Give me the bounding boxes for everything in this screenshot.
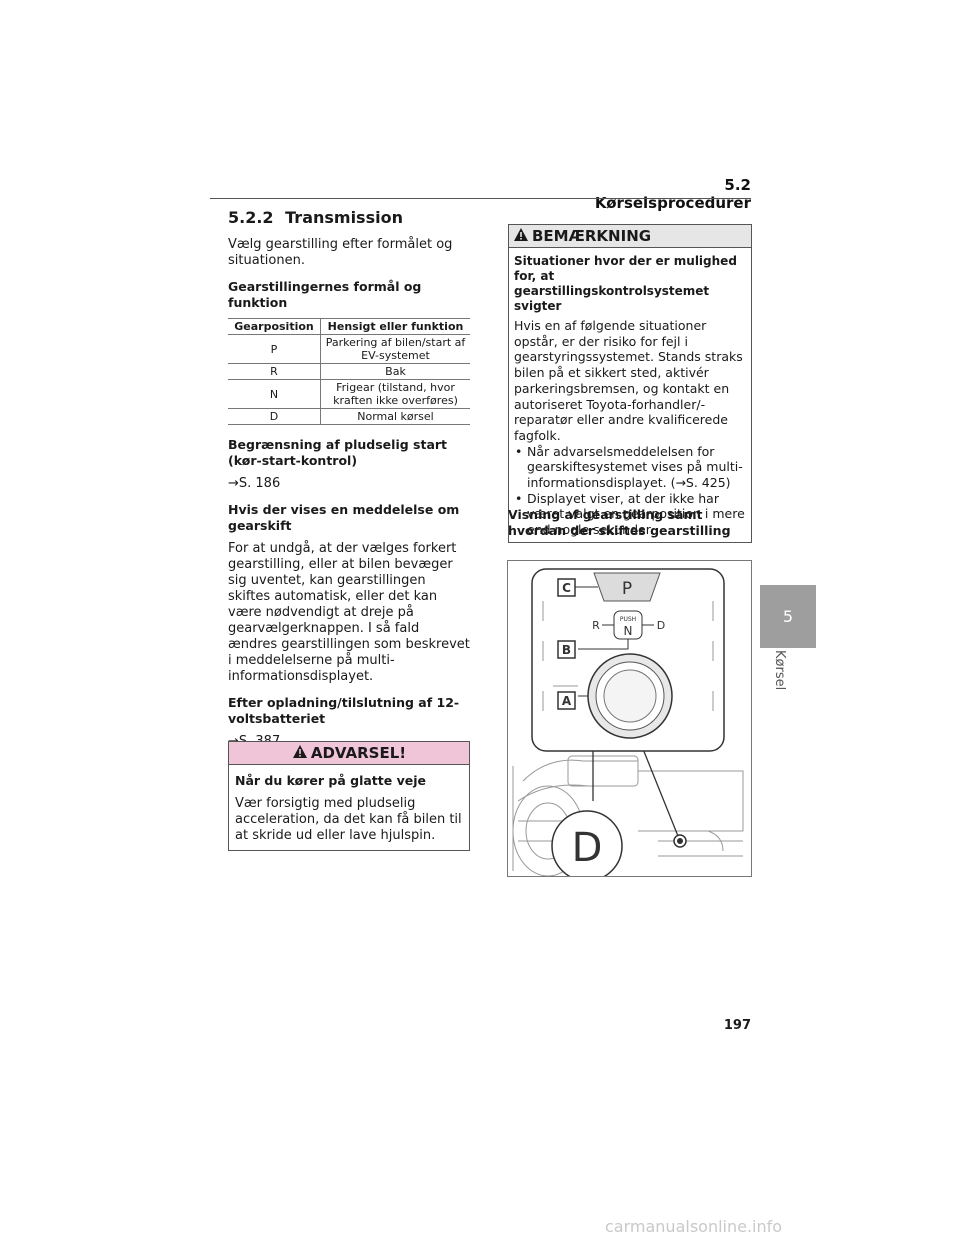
header-rule: [210, 198, 751, 199]
label-a: A: [562, 694, 572, 708]
label-push: PUSH: [620, 616, 636, 623]
watermark: carmanualsonline.info: [605, 1217, 783, 1236]
warning-triangle-icon: [292, 744, 308, 763]
section-title-text: Transmission: [285, 208, 403, 227]
charge-heading: Efter opladning/tilslutning af 12-voltsb…: [228, 695, 460, 726]
table-header-row: Gearposition Hensigt eller funktion: [228, 318, 470, 335]
warning-text: Vær forsigtig med pludselig acceleration…: [235, 796, 462, 843]
table-row: D Normal kørsel: [228, 408, 470, 425]
table-header: Gearposition: [228, 318, 321, 335]
warning-box: ADVARSEL! Når du kører på glatte veje Væ…: [228, 741, 470, 851]
figure-caption-text: Visning af gearstilling samt hvordan der…: [508, 507, 731, 538]
message-heading: Hvis der vises en meddelelse om gearskif…: [228, 502, 460, 533]
table-cell: Normal kørsel: [320, 408, 470, 425]
table-cell: Frigear (tilstand, hvor kraften ikke ove…: [320, 379, 470, 409]
page-number: 197: [723, 1018, 751, 1033]
gear-table: Gearposition Hensigt eller funktion P Pa…: [228, 318, 470, 425]
label-r: R: [592, 619, 600, 632]
section-number: 5.2.2: [228, 208, 274, 227]
table-row: P Parkering af bilen/start af EV-systeme…: [228, 334, 470, 364]
label-p: P: [622, 579, 632, 599]
notice-triangle-icon: [513, 227, 529, 246]
table-row: N Frigear (tilstand, hvor kraften ikke o…: [228, 379, 470, 409]
warning-title: ADVARSEL!: [310, 744, 407, 762]
table-cell: Parkering af bilen/start af EV-systemet: [320, 334, 470, 364]
table-cell: P: [228, 334, 321, 364]
label-c: C: [562, 581, 571, 595]
warning-body: Når du kører på glatte veje Vær forsigti…: [229, 765, 469, 850]
warning-header: ADVARSEL!: [229, 742, 469, 765]
chapter-number: 5: [782, 607, 794, 626]
chapter-tab[interactable]: 5: [760, 585, 816, 648]
chapter-label: Kørsel: [772, 650, 787, 691]
notice-box: BEMÆRKNING Situationer hvor der er mulig…: [508, 224, 752, 543]
notice-bullets: Når advarselsmeddelelsen for gearskiftes…: [514, 444, 746, 538]
section-header: 5.2 Kørselsprocedurer: [594, 176, 751, 212]
restrict-ref[interactable]: →S. 186: [228, 476, 281, 491]
left-column: 5.2.2 Transmission Vælg gearstilling eft…: [228, 208, 470, 760]
label-big-d: D: [572, 825, 603, 871]
table-row: R Bak: [228, 363, 470, 380]
figure-illustration: P R PUSH N D C B A D: [512, 568, 744, 882]
list-item: Displayet viser, at der ikke har været v…: [514, 491, 746, 538]
notice-title: BEMÆRKNING: [532, 227, 652, 245]
message-text: For at undgå, at der vælges forkert gear…: [228, 541, 470, 684]
notice-text: Hvis en af følgende situationer opstår, …: [514, 318, 743, 443]
label-d: D: [657, 619, 665, 632]
table-cell: N: [228, 379, 321, 409]
warning-subtitle: Når du kører på glatte veje: [235, 773, 426, 788]
notice-subtitle: Situationer hvor der er mulighed for, at…: [514, 254, 737, 313]
label-b: B: [562, 643, 571, 657]
table-cell: Bak: [320, 363, 470, 380]
section-title: 5.2.2 Transmission: [228, 208, 470, 227]
notice-header: BEMÆRKNING: [509, 225, 751, 248]
table-heading: Gearstillingernes formål og funktion: [228, 279, 422, 310]
intro-text: Vælg gearstilling efter formålet og situ…: [228, 237, 453, 268]
restrict-heading: Begrænsning af pludselig start (kør-star…: [228, 437, 448, 468]
label-n: N: [624, 624, 633, 638]
figure-caption: Visning af gearstilling samt hvordan der…: [508, 507, 750, 546]
table-cell: R: [228, 363, 321, 380]
table-header: Hensigt eller funktion: [320, 318, 470, 335]
notice-body: Situationer hvor der er mulighed for, at…: [509, 248, 751, 542]
shift-dial-figure: P R PUSH N D C B A D: [507, 560, 752, 882]
list-item: Når advarselsmeddelelsen for gearskiftes…: [514, 444, 746, 491]
table-cell: D: [228, 408, 321, 425]
